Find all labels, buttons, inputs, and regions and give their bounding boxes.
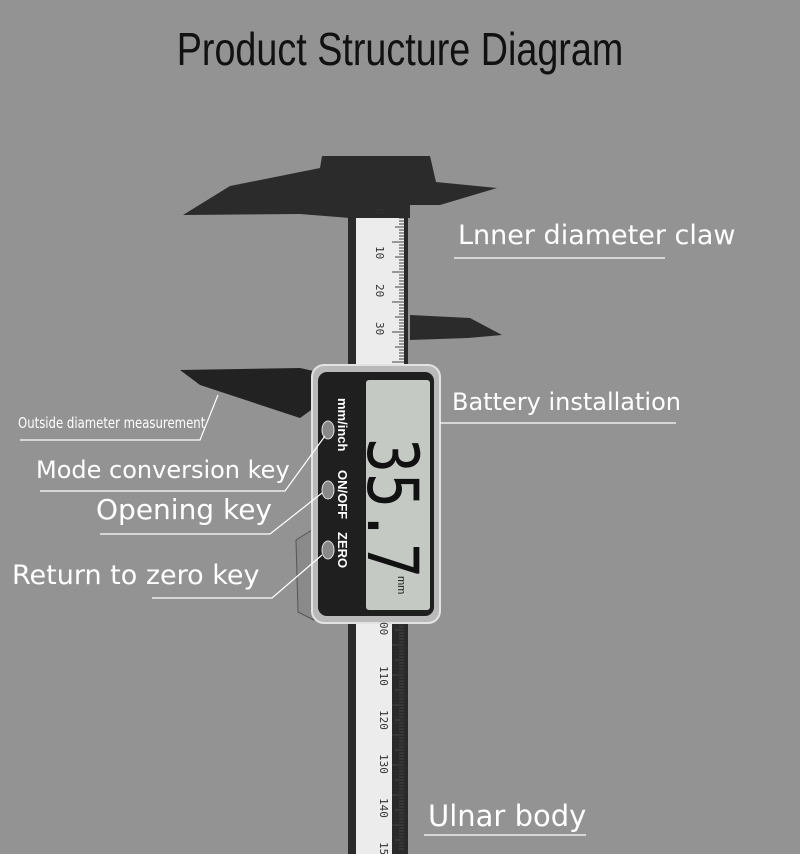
scale-number: 10 <box>373 246 386 259</box>
inner-jaw-sliding <box>410 315 502 340</box>
scale-number: 30 <box>373 322 386 335</box>
scale-number: 140 <box>377 798 390 818</box>
scale-number: 110 <box>377 666 390 686</box>
label-ulnar-body: Ulnar body <box>428 799 587 833</box>
label-opening-key: Opening key <box>96 493 272 526</box>
outside-jaw <box>180 368 318 418</box>
label-zero-key: Return to zero key <box>12 560 260 591</box>
diagram-title: Product Structure Diagram <box>176 23 624 75</box>
leader-mode <box>40 435 326 492</box>
lcd-reading: 35.7 <box>351 438 433 578</box>
lcd-screen <box>366 380 430 610</box>
leader-open <box>100 492 323 535</box>
scale-number: 120 <box>377 710 390 730</box>
label-battery: Battery installation <box>452 388 681 416</box>
button-label-mode: mm/inch <box>335 398 350 452</box>
button-label-zero: ZERO <box>335 532 350 568</box>
scale-number: 130 <box>377 754 390 774</box>
thumb-grip <box>295 529 315 621</box>
leader-zero <box>152 554 323 599</box>
inner-jaw-fixed <box>183 156 497 218</box>
scale-number: 20 <box>373 284 386 297</box>
button-label-power: ON/OFF <box>335 470 350 519</box>
label-outside-measurement: Outside diameter measurement <box>18 414 206 432</box>
scale-number: 00 <box>377 622 390 635</box>
leader-outside <box>20 394 219 441</box>
label-mode-key: Mode conversion key <box>36 456 290 484</box>
scale-number: 150 <box>377 842 390 854</box>
mode-button <box>321 420 335 440</box>
scale-number: 0 <box>373 208 386 215</box>
label-inner-claw: Lnner diameter claw <box>458 220 736 251</box>
power-button <box>321 480 335 500</box>
zero-button <box>321 540 335 560</box>
lcd-unit: mm <box>395 576 407 594</box>
